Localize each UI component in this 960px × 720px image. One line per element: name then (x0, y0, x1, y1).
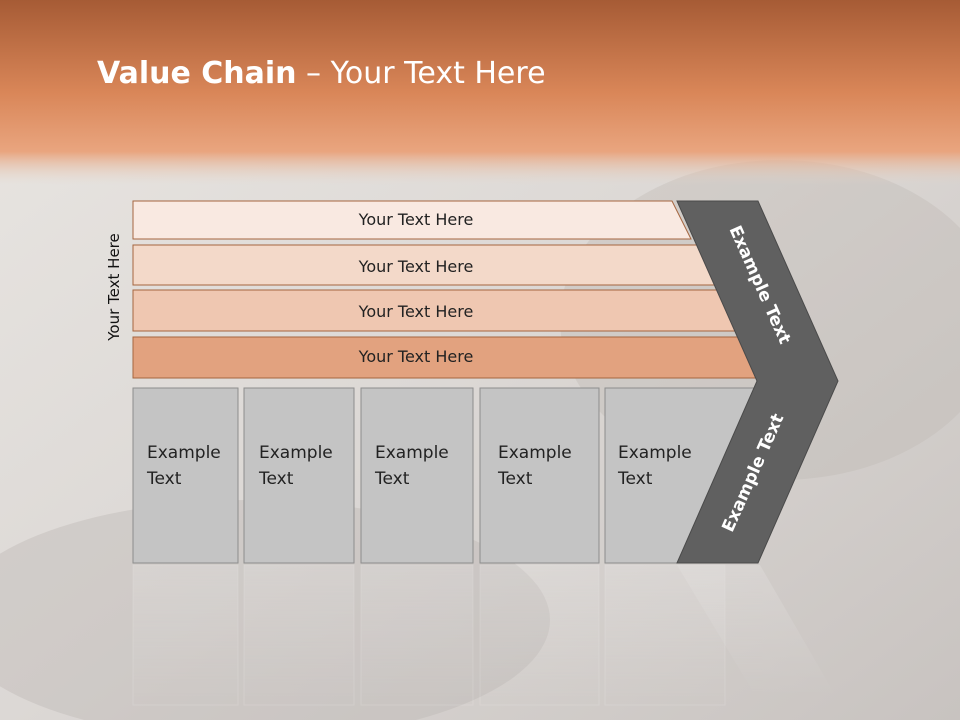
box-2: Example Text (243, 387, 355, 564)
chevron-arrow: Example Text Example Text (676, 200, 839, 564)
bar-label: Your Text Here (358, 347, 474, 366)
box-label-line1: Example (618, 443, 692, 463)
bar-row-2: Your Text Here (132, 244, 717, 286)
box-label-line2: Text (146, 469, 182, 489)
box-label-line1: Example (498, 443, 572, 463)
slide-title: Value Chain – Your Text Here (97, 56, 546, 91)
box-label-line2: Text (497, 469, 533, 489)
box-label-line1: Example (259, 443, 333, 463)
box-label-line1: Example (147, 443, 221, 463)
bar-label: Your Text Here (358, 210, 474, 229)
bar-row-3: Your Text Here (132, 289, 740, 332)
reflection (132, 564, 838, 706)
box-4: Example Text (479, 387, 600, 564)
box-label-line2: Text (617, 469, 653, 489)
box-label-line2: Text (374, 469, 410, 489)
bar-row-4: Your Text Here (132, 336, 764, 379)
box-3: Example Text (360, 387, 474, 564)
bar-label: Your Text Here (358, 257, 474, 276)
box-label-line2: Text (258, 469, 294, 489)
bar-label: Your Text Here (358, 302, 474, 321)
bar-row-1: Your Text Here (132, 200, 692, 240)
box-label-line1: Example (375, 443, 449, 463)
box-1: Example Text (132, 387, 239, 564)
